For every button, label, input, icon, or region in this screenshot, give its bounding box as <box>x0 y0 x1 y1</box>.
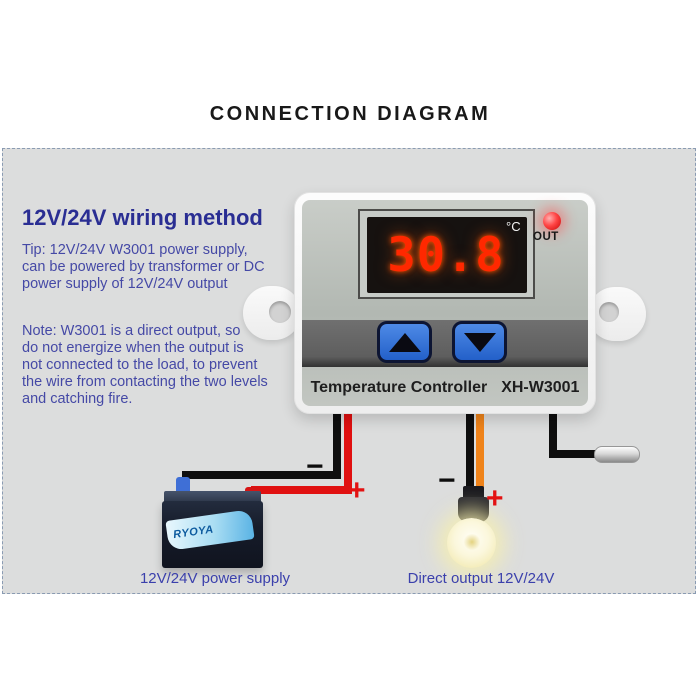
battery-brand-text: RYOYA <box>172 523 215 542</box>
sensor-wire-vertical <box>549 408 557 458</box>
down-triangle-icon <box>463 332 496 352</box>
device-model-label: XH-W3001 <box>501 379 580 396</box>
up-triangle-icon <box>388 332 421 352</box>
note-text: Note: W3001 is a direct output, so do no… <box>22 323 268 407</box>
bulb-socket <box>458 497 489 522</box>
power-positive-wire-vertical <box>344 408 352 494</box>
tip-text: Tip: 12V/24V W3001 power supply, can be … <box>22 242 265 292</box>
mounting-hole-left <box>269 301 291 323</box>
bulb-filament <box>463 534 481 550</box>
out-led-label: OUT <box>533 231 559 243</box>
power-negative-wire-horizontal <box>182 471 341 479</box>
out-led-indicator <box>543 212 561 230</box>
power-negative-wire-vertical <box>333 408 341 479</box>
direct-output-caption: Direct output 12V/24V <box>407 570 555 587</box>
power-negative-sign: − <box>306 450 324 483</box>
celsius-unit-label: °C <box>506 219 521 234</box>
led-display-screen <box>367 217 527 293</box>
mounting-hole-right <box>599 302 619 322</box>
wiring-method-heading: 12V/24V wiring method <box>22 205 263 230</box>
page-title: CONNECTION DIAGRAM <box>209 103 491 125</box>
output-positive-wire <box>476 408 484 490</box>
temperature-sensor-probe <box>594 446 640 463</box>
power-supply-caption: 12V/24V power supply <box>139 570 291 587</box>
decrease-button <box>452 321 507 363</box>
device-caption: Temperature Controller XH-W3001 <box>302 379 588 397</box>
button-band <box>302 320 588 367</box>
increase-button <box>377 321 432 363</box>
bulb-socket-neck <box>463 486 484 499</box>
device-name-label: Temperature Controller <box>310 379 488 396</box>
sensor-wire-horizontal <box>553 450 597 458</box>
power-positive-sign: + <box>348 474 366 507</box>
output-negative-sign: − <box>438 464 456 497</box>
output-negative-wire <box>466 408 474 490</box>
output-positive-sign: + <box>486 482 504 515</box>
power-positive-wire-horizontal <box>251 486 352 494</box>
temperature-readout: 30.8 <box>387 228 505 283</box>
